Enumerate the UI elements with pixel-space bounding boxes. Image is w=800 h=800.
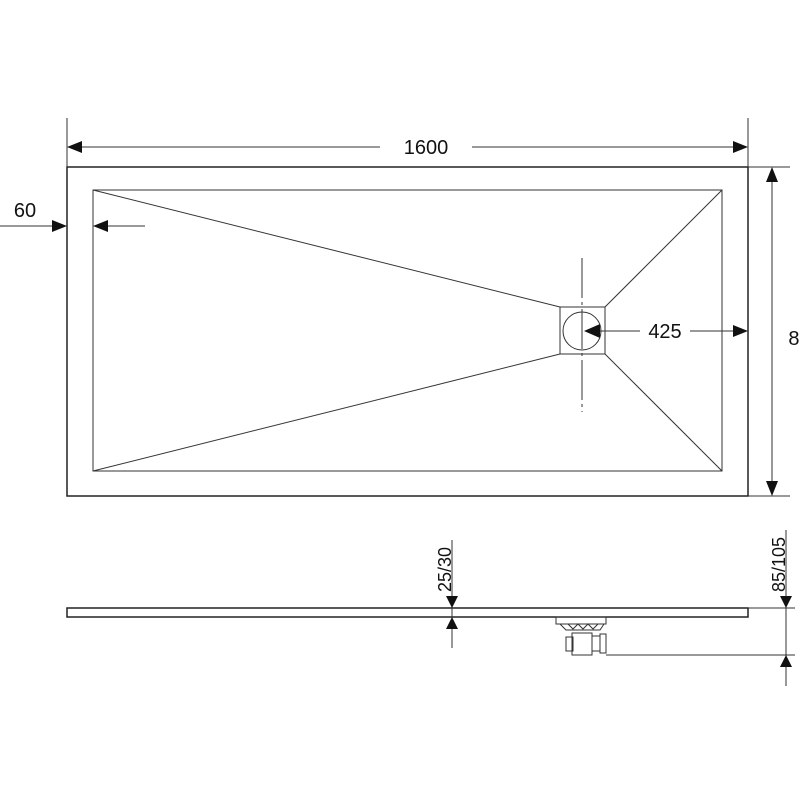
length-dimension: 1600 [66,118,749,167]
arrow-icon [584,324,600,338]
arrow-icon [93,220,108,232]
drain-offset-label: 425 [648,321,681,343]
drain-offset-dimension: 425 [584,321,748,343]
arrow-icon [446,596,458,608]
rim-label: 60 [14,200,36,222]
slope-line [92,353,561,472]
arrow-icon [67,141,82,153]
total-height-dimension: 85/105 [606,530,795,686]
rim-dimension: 60 [0,200,145,232]
tray-profile [66,607,749,618]
arrow-icon [780,655,792,667]
total-height-label: 85/105 [769,537,789,592]
drain-trap [555,616,607,656]
arrow-icon [733,141,748,153]
top-view [66,166,749,497]
arrow-icon [446,617,458,629]
slope-line [92,189,561,308]
arrow-icon [52,220,67,232]
arrow-icon [733,325,748,337]
side-view [66,607,749,656]
tray-outline [66,166,749,497]
arrow-icon [766,481,778,496]
tray-height-dimension: 25/30 [435,540,458,648]
length-label: 1600 [404,137,449,159]
width-label: 800 [788,328,800,350]
slope-line [604,353,723,472]
slope-line [604,189,723,308]
width-dimension: 800 [748,166,800,497]
tray-height-label: 25/30 [435,547,455,592]
arrow-icon [766,167,778,182]
arrow-icon [780,596,792,608]
